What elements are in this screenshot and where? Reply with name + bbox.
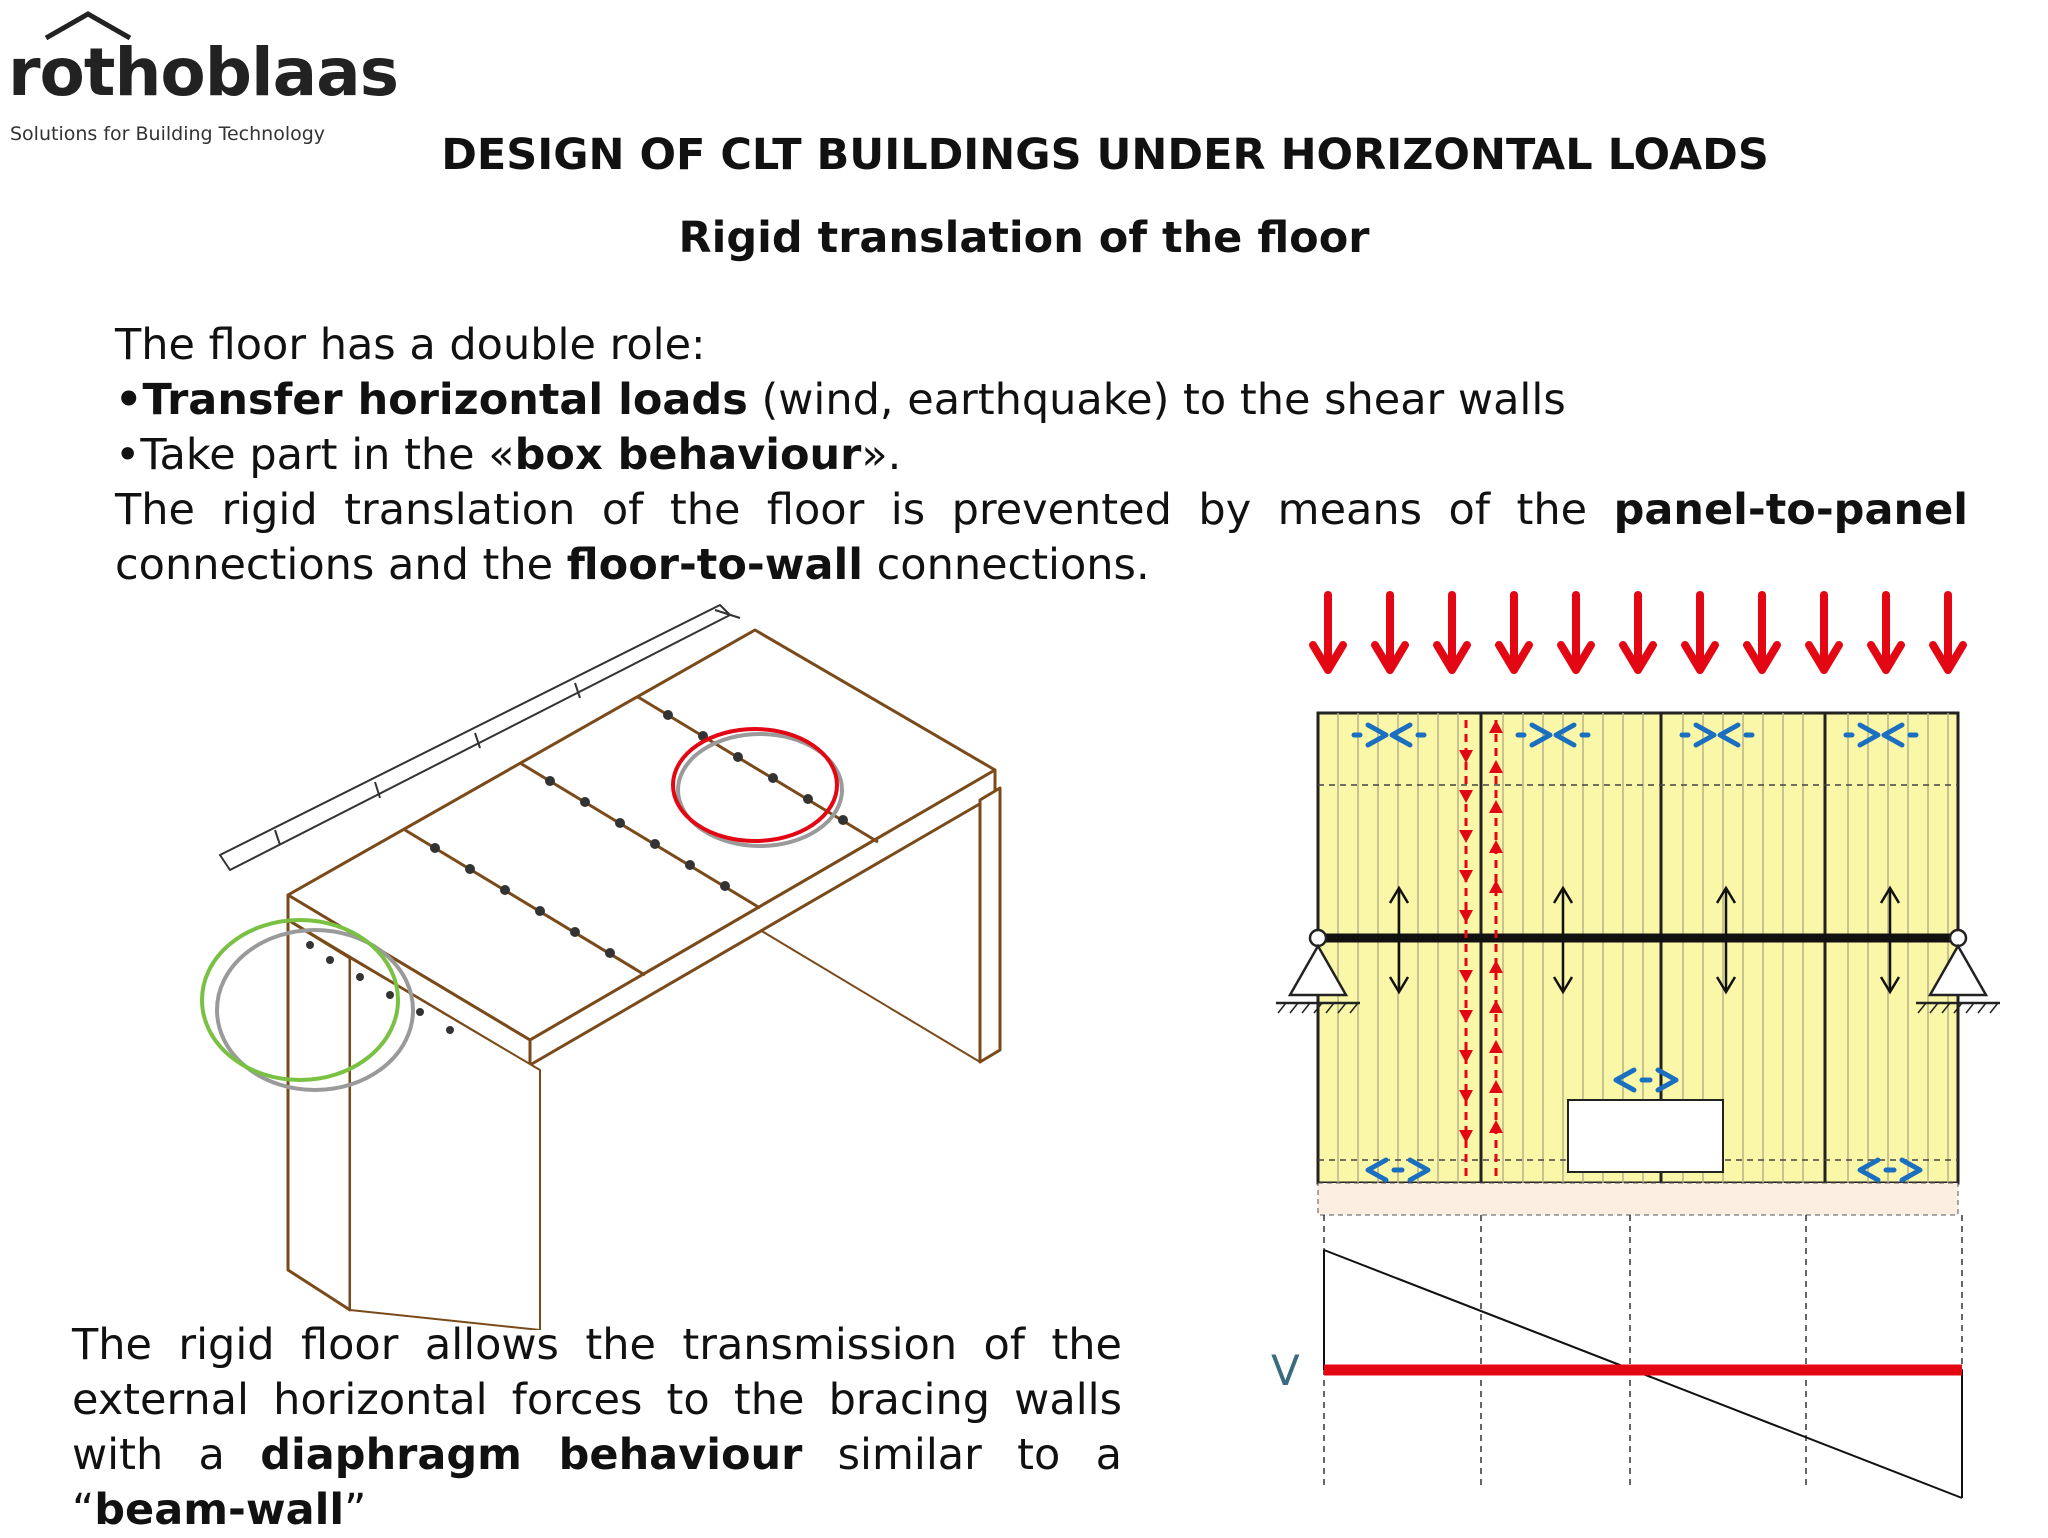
connector-symbols <box>1351 722 1923 1183</box>
brand-tagline: Solutions for Building Technology <box>10 123 326 145</box>
bullet-transfer-loads: •Transfer horizontal loads (wind, earthq… <box>115 375 1566 425</box>
shear-flow-arrows <box>1459 720 1503 1177</box>
right-support-icon <box>1916 928 2000 1014</box>
bullet-box-behaviour: •Take part in the «box behaviour». <box>115 430 902 480</box>
conclusion-line4: “beam-wall” <box>72 1485 367 1535</box>
clt-floor-isometric-figure <box>200 604 1002 1330</box>
conclusion-text: The rigid floor allows the transmission … <box>72 1318 1122 1538</box>
page-title: DESIGN OF CLT BUILDINGS UNDER HORIZONTAL… <box>441 130 1769 180</box>
intro-text: The floor has a double role: •Transfer h… <box>115 318 1968 593</box>
page-subtitle: Rigid translation of the floor <box>678 213 1370 263</box>
brand-logo: rothoblaas Solutions for Building Techno… <box>8 8 399 148</box>
rigid-translation-line2: connections and the floor-to-wall connec… <box>115 540 1150 590</box>
floor-opening <box>1567 1099 1724 1173</box>
intro-line: The floor has a double role: <box>115 320 706 370</box>
left-support-icon <box>1276 928 1360 1014</box>
floor-to-wall-highlight <box>215 928 415 1092</box>
conclusion-line1: The rigid floor allows the transmission … <box>72 1320 1122 1370</box>
panel-to-panel-highlight <box>676 732 844 848</box>
conclusion-line3: with a diaphragm behaviour similar to a <box>72 1430 1122 1480</box>
horizontal-load-arrows <box>1309 591 1967 674</box>
rigid-translation-line1: The rigid translation of the floor is pr… <box>115 485 1968 535</box>
brand-name: rothoblaas <box>8 34 399 111</box>
house-roof-icon <box>44 11 132 40</box>
conclusion-line2: external horizontal forces to the bracin… <box>72 1375 1122 1425</box>
shear-diagram <box>1323 1249 1963 1499</box>
shear-label: V <box>1271 1346 1300 1395</box>
diaphragm-diagram: V <box>1271 591 2000 1499</box>
